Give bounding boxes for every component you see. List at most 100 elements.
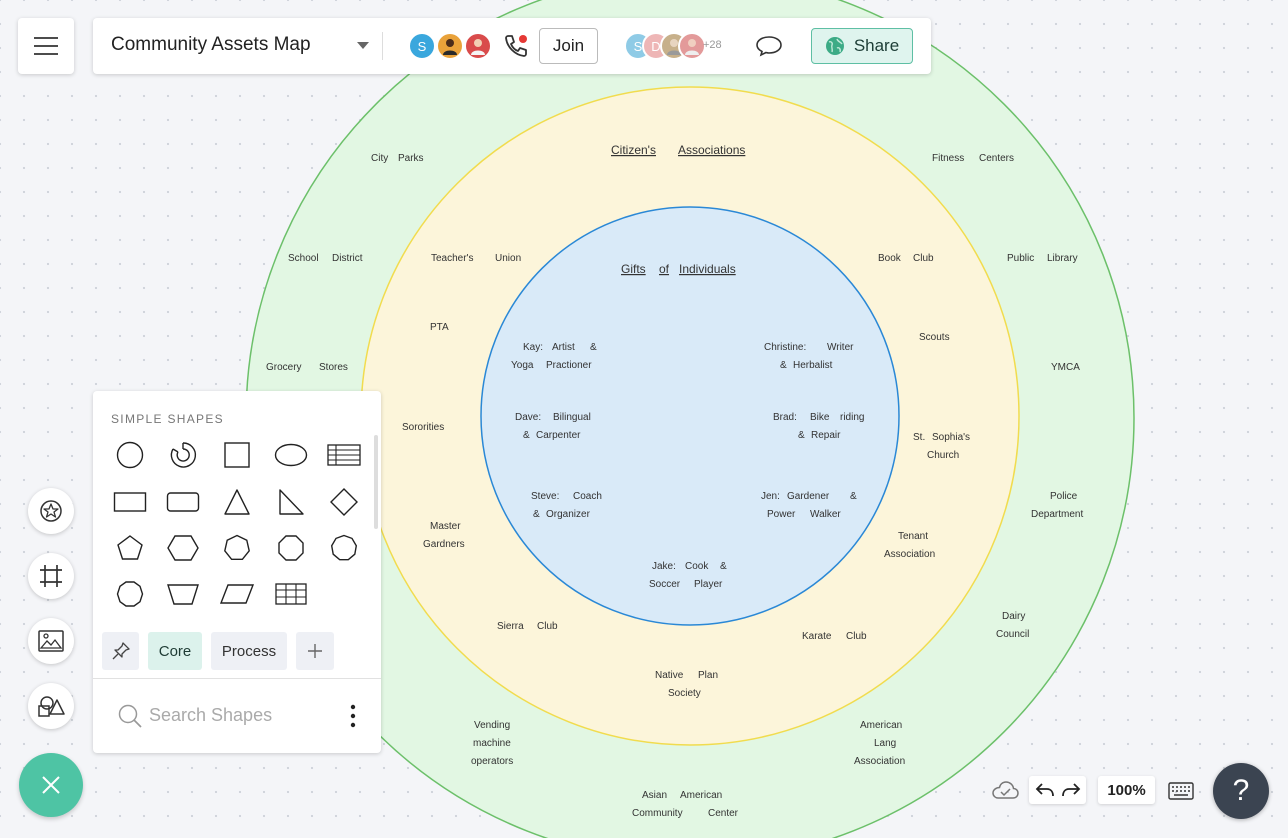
undo-redo-group	[1029, 776, 1086, 804]
shapes-tool-button[interactable]	[28, 683, 74, 729]
main-menu-button[interactable]	[18, 18, 74, 74]
decagon-shape[interactable]	[107, 571, 153, 617]
undo-icon[interactable]	[1034, 781, 1056, 799]
search-shapes-input[interactable]: Search Shapes	[149, 705, 273, 725]
more-options-icon[interactable]	[348, 704, 358, 728]
viewer-overflow-count[interactable]: +28	[703, 39, 722, 51]
globe-icon	[825, 37, 844, 55]
search-icon	[118, 704, 142, 728]
square-shape[interactable]	[214, 432, 260, 478]
shapes-icon	[38, 696, 65, 717]
tab-process[interactable]: Process	[211, 632, 287, 670]
document-title[interactable]: Community Assets Map	[111, 34, 311, 55]
keyboard-icon[interactable]	[1168, 782, 1194, 800]
grid-shape[interactable]	[268, 571, 314, 617]
ring-shape[interactable]	[160, 432, 206, 478]
inner-circle[interactable]	[480, 206, 900, 626]
middle-header-2: Associations	[678, 143, 745, 157]
plus-icon	[308, 644, 322, 658]
join-call-button[interactable]: Join	[539, 28, 598, 64]
share-label: Share	[853, 36, 900, 55]
phone-call-icon[interactable]	[502, 32, 530, 60]
chevron-down-icon[interactable]	[357, 42, 369, 50]
label-scouts[interactable]: Scouts	[919, 332, 950, 343]
collaborator-avatar[interactable]: S	[408, 32, 436, 60]
rounded-rectangle-shape[interactable]	[160, 479, 206, 525]
collaborator-avatar[interactable]	[464, 32, 492, 60]
parallelogram-shape[interactable]	[214, 571, 260, 617]
starred-shapes-button[interactable]	[28, 488, 74, 534]
label-steve[interactable]: Steve:Coach&Organizer	[531, 491, 602, 520]
frame-tool-button[interactable]	[28, 553, 74, 599]
close-icon	[42, 776, 60, 794]
person-icon	[471, 39, 485, 55]
person-icon	[685, 39, 699, 55]
pentagon-shape[interactable]	[107, 525, 153, 571]
octagon-shape[interactable]	[268, 525, 314, 571]
comment-icon[interactable]	[755, 35, 783, 57]
nonagon-shape[interactable]	[321, 525, 367, 571]
share-button[interactable]: Share	[811, 28, 913, 64]
pin-library-button[interactable]	[102, 632, 139, 670]
star-shape-icon	[40, 500, 62, 522]
toolbar-divider	[382, 32, 383, 60]
inner-header-2: of	[659, 262, 670, 276]
tab-core[interactable]: Core	[148, 632, 202, 670]
close-panel-button[interactable]	[19, 753, 83, 817]
top-toolbar: Community Assets Map S Join S D +28 Shar…	[93, 18, 931, 74]
help-button[interactable]: ?	[1213, 763, 1269, 819]
collaborator-avatar[interactable]	[436, 32, 464, 60]
diamond-shape[interactable]	[321, 479, 367, 525]
right-triangle-shape[interactable]	[268, 479, 314, 525]
hexagon-shape[interactable]	[160, 525, 206, 571]
ellipse-shape[interactable]	[268, 432, 314, 478]
inner-header-1: Gifts	[621, 262, 646, 276]
panel-scrollbar[interactable]	[374, 435, 378, 529]
hamburger-icon	[34, 37, 58, 55]
label-sororities[interactable]: Sororities	[402, 422, 444, 433]
label-pta[interactable]: PTA	[430, 322, 449, 333]
redo-icon[interactable]	[1060, 781, 1082, 799]
circle-shape[interactable]	[107, 432, 153, 478]
shapes-panel: SIMPLE SHAPES Core Process Search Shapes	[93, 391, 381, 753]
label-dave[interactable]: Dave:Bilingual&Carpenter	[515, 412, 591, 441]
viewer-avatar[interactable]	[678, 32, 706, 60]
trapezoid-shape[interactable]	[160, 571, 206, 617]
frame-icon	[40, 565, 62, 587]
add-library-button[interactable]	[296, 632, 334, 670]
image-tool-button[interactable]	[28, 618, 74, 664]
label-christine[interactable]: Christine:Writer&Herbalist	[764, 342, 854, 371]
label-ymca[interactable]: YMCA	[1051, 362, 1080, 373]
table-shape[interactable]	[321, 432, 367, 478]
cloud-sync-icon[interactable]	[991, 780, 1019, 800]
zoom-level[interactable]: 100%	[1098, 776, 1155, 804]
rectangle-shape[interactable]	[107, 479, 153, 525]
image-icon	[38, 630, 64, 652]
pin-icon	[112, 642, 130, 660]
triangle-shape[interactable]	[214, 479, 260, 525]
heptagon-shape[interactable]	[214, 525, 260, 571]
